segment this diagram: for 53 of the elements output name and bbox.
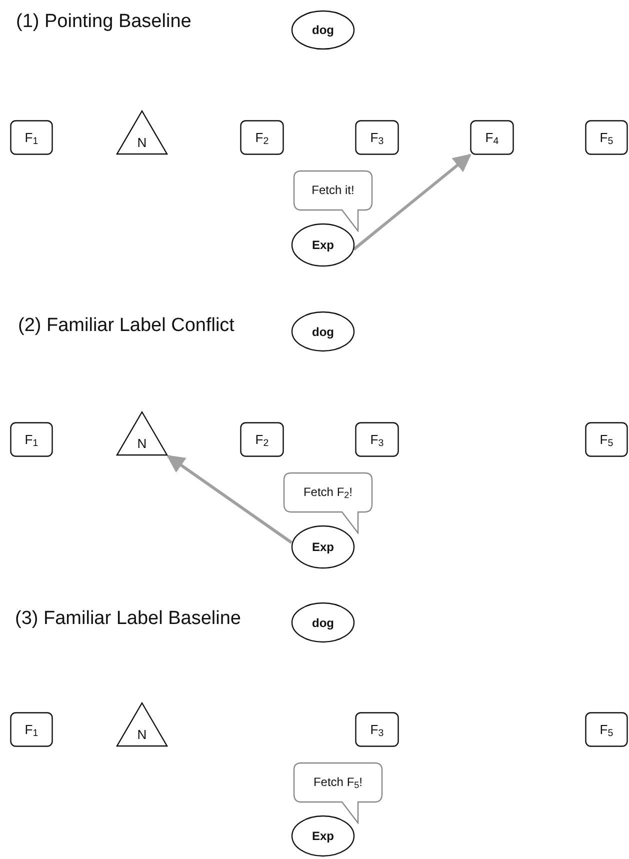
node-label: F$_{3}$	[370, 430, 384, 450]
node-label: dog	[312, 614, 334, 632]
pointing-arrow	[352, 154, 472, 251]
rounded-box	[355, 712, 399, 747]
node-label: F$_{3}$	[370, 128, 384, 148]
node-label: N	[137, 726, 147, 744]
rounded-box	[585, 712, 628, 747]
node-label: N	[137, 134, 147, 152]
node-label: Fetch it!	[312, 182, 354, 199]
rounded-box	[10, 120, 53, 155]
node-label: N	[137, 434, 147, 452]
node-label: Fetch F$_{2}$!	[303, 484, 353, 501]
speech-bubble	[293, 762, 383, 824]
ellipse-node	[291, 525, 355, 569]
panel-heading: (3) Familiar Label Baseline	[15, 607, 241, 631]
rounded-box	[355, 120, 399, 155]
rounded-box	[470, 120, 514, 155]
rounded-box	[585, 120, 628, 155]
node-label: F$_{5}$	[600, 128, 614, 148]
node-label: dog	[312, 22, 334, 39]
node-label: F$_{3}$	[370, 720, 384, 740]
rounded-box	[10, 712, 53, 747]
node-label: F$_{5}$	[600, 430, 614, 450]
node-label: Fetch F$_{5}$!	[313, 774, 363, 791]
node-label: F$_{2}$	[255, 430, 269, 450]
node-label: F$_{1}$	[24, 720, 38, 740]
node-label: F$_{1}$	[24, 430, 38, 450]
ellipse-node	[291, 10, 355, 50]
triangle-node	[116, 702, 168, 747]
panel-heading: (2) Familiar Label Conflict	[18, 314, 234, 338]
rounded-box	[355, 422, 399, 457]
pointing-arrow	[166, 454, 292, 544]
ellipse-node	[291, 311, 355, 352]
node-label: Exp	[312, 539, 334, 556]
rounded-box	[585, 422, 628, 457]
triangle-node	[116, 411, 168, 456]
ellipse-node	[291, 223, 355, 267]
rounded-box	[240, 120, 284, 155]
triangle-node	[116, 110, 168, 155]
node-label: F$_{4}$	[485, 128, 499, 148]
node-label: Exp	[312, 828, 334, 845]
node-label: Exp	[312, 237, 334, 254]
speech-bubble	[293, 170, 373, 232]
node-label: dog	[312, 324, 334, 340]
node-label: F$_{1}$	[24, 128, 38, 148]
node-label: F$_{2}$	[255, 128, 269, 148]
ellipse-node	[291, 602, 355, 643]
rounded-box	[10, 422, 53, 457]
ellipse-node	[291, 815, 355, 857]
node-label: F$_{5}$	[600, 720, 614, 740]
speech-bubble	[283, 472, 373, 534]
panel-heading: (1) Pointing Baseline	[16, 10, 192, 34]
rounded-box	[240, 422, 284, 457]
